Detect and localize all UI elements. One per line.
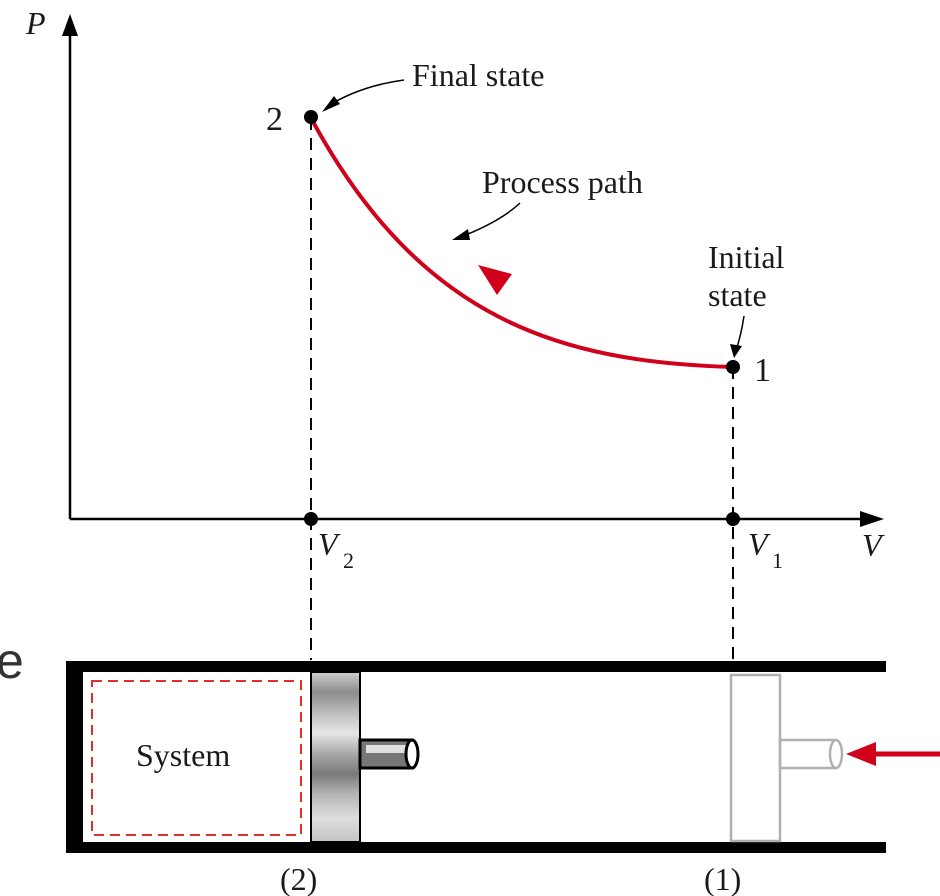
- system-boundary: [91, 680, 302, 836]
- initial-state-leader-arrowhead: [730, 344, 742, 358]
- v2-subscript: 2: [343, 548, 354, 573]
- initial-state-leader: [735, 315, 745, 351]
- v1-axis-point: [726, 512, 740, 526]
- state-1-number: 1: [754, 352, 771, 389]
- process-path-arrowhead: [478, 265, 512, 295]
- process-path-curve: [309, 117, 734, 369]
- piston-rod-state-1: [778, 738, 838, 770]
- state-1-point: [726, 360, 740, 374]
- state-2-number: 2: [266, 101, 283, 138]
- v2-axis-point: [304, 512, 318, 526]
- piston-rod-state-2: [358, 738, 414, 770]
- axes: P V: [25, 5, 885, 563]
- system-label: System: [136, 737, 230, 773]
- position-2-label: (2): [280, 861, 317, 896]
- initial-state-label-line2: state: [708, 277, 767, 313]
- process-path-label: Process path: [482, 164, 643, 200]
- state-2-point: [304, 110, 318, 124]
- piston-state-1: [729, 673, 782, 843]
- force-arrowhead: [846, 742, 876, 766]
- y-axis-label: P: [25, 5, 46, 41]
- v1-label: V: [748, 526, 771, 562]
- state-points: [304, 110, 740, 526]
- final-state-label: Final state: [412, 57, 544, 93]
- x-axis-arrowhead: [860, 511, 884, 527]
- piston-rod-shading: [366, 745, 406, 753]
- cylinder-top-wall: [66, 661, 886, 672]
- cylinder-bottom-wall: [66, 842, 886, 853]
- v2-label: V: [318, 526, 341, 562]
- piston-cylinder: System (2) (1): [66, 661, 940, 896]
- initial-state-label-line1: Initial: [708, 239, 785, 275]
- piston-state-2: [310, 671, 361, 843]
- piston-rod-end-state-1: [828, 738, 844, 770]
- final-state-leader: [327, 79, 405, 107]
- v1-subscript: 1: [772, 548, 783, 573]
- cylinder-end-wall: [66, 661, 83, 853]
- piston-rod-end-state-2: [404, 738, 420, 770]
- x-axis-label: V: [862, 527, 885, 563]
- y-axis-arrowhead: [62, 14, 78, 36]
- process-path-leader-arrowhead: [452, 229, 470, 240]
- position-1-label: (1): [704, 861, 741, 896]
- edge-text-fragment: e: [0, 633, 24, 689]
- final-state-leader-arrowhead: [322, 96, 340, 112]
